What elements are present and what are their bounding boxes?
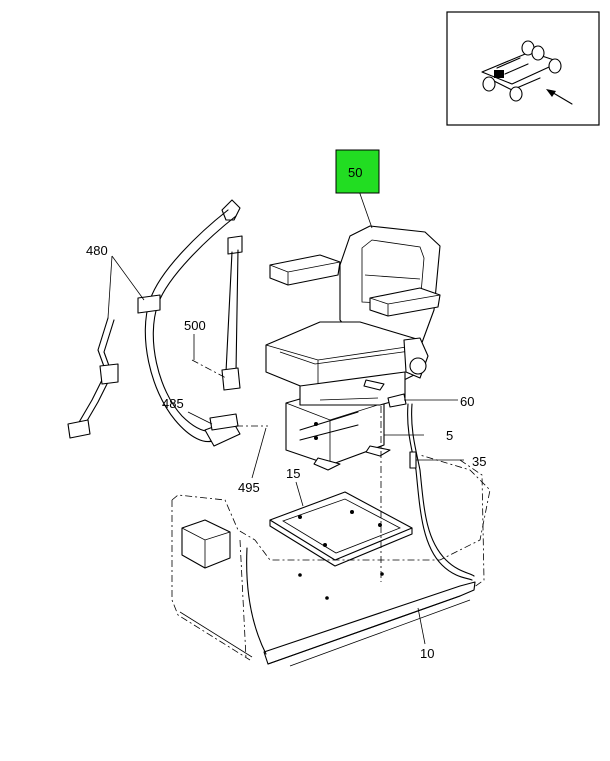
seat-mounting-plate <box>269 491 413 567</box>
callout-50: 50 <box>348 165 362 180</box>
vehicle-locator-inset <box>446 11 600 126</box>
callout-35: 35 <box>472 454 486 469</box>
callout-5: 5 <box>446 428 453 443</box>
callout-50-highlight <box>335 149 380 194</box>
seat-adjust-knob <box>403 337 429 379</box>
seat-belt-assembly <box>67 199 243 443</box>
seat-assembly <box>265 225 441 406</box>
callout-485: 485 <box>162 396 184 411</box>
callout-10: 10 <box>420 646 434 661</box>
callout-60: 60 <box>460 394 474 409</box>
vehicle-chassis-icon <box>481 40 562 102</box>
callout-480: 480 <box>86 243 108 258</box>
floor-panel <box>171 454 491 667</box>
locator-arrow-icon <box>546 89 573 105</box>
armrest-left <box>269 254 341 286</box>
wiring-harness <box>246 403 475 655</box>
callout-500: 500 <box>184 318 206 333</box>
floor-block <box>181 519 231 569</box>
seat-base <box>285 387 391 582</box>
callout-495: 495 <box>238 480 260 495</box>
seat-belt-buckle <box>204 413 241 447</box>
callout-15: 15 <box>286 466 300 481</box>
seat-connector <box>387 393 458 408</box>
armrest-right <box>369 287 441 317</box>
